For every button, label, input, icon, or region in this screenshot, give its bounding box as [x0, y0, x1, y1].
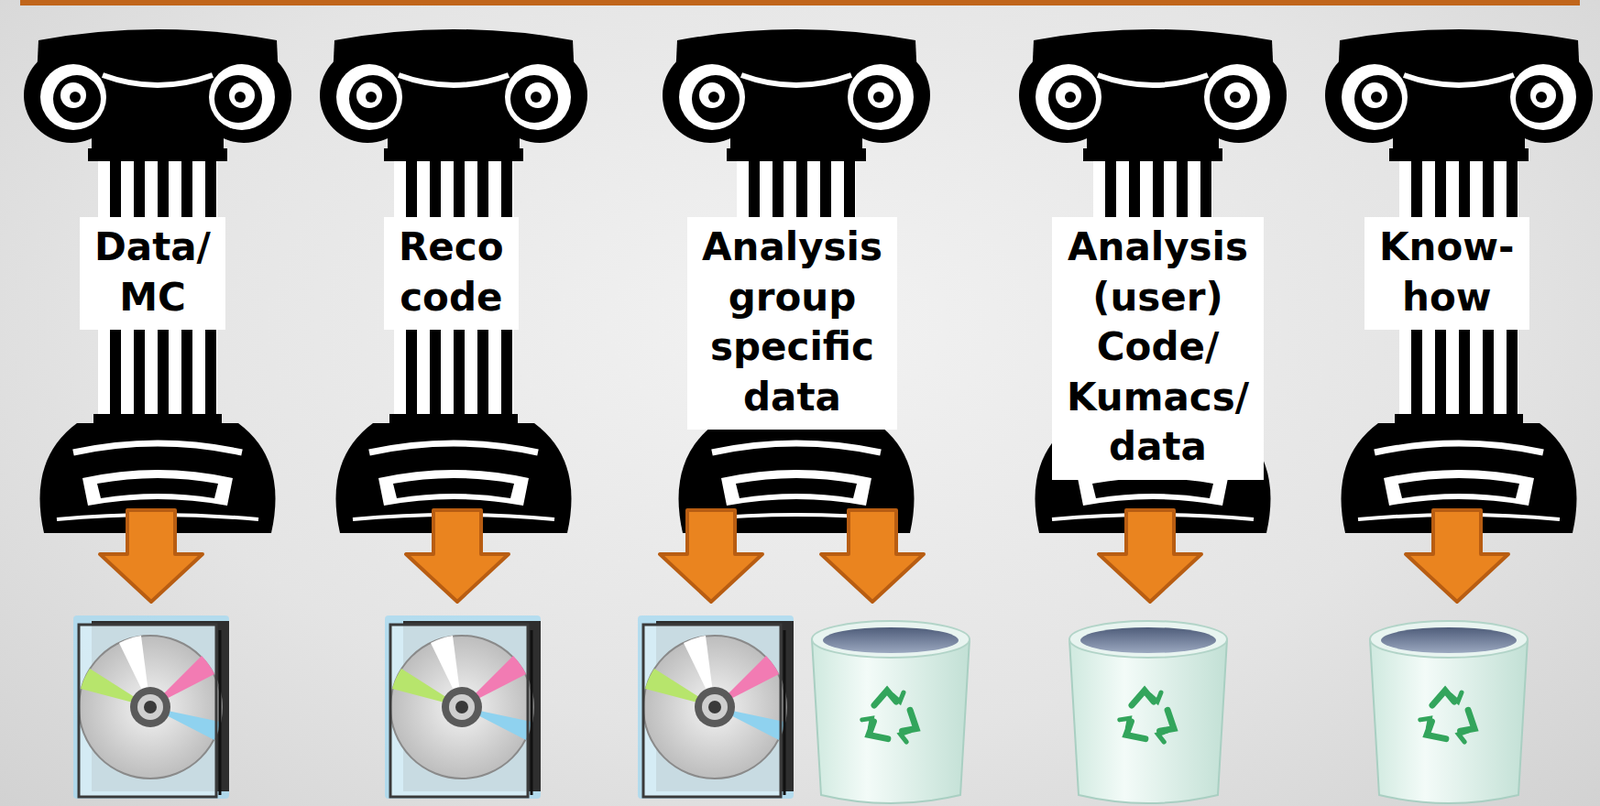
label-text: Reco code	[398, 222, 505, 323]
label-text: Data/ MC	[94, 222, 211, 323]
pillar-label: Know- how	[1364, 217, 1530, 330]
pillar-label: Reco code	[383, 217, 519, 330]
pillar-label: Analysis group specific data	[687, 217, 898, 430]
label-text: Analysis (user) Code/ Kumacs/ data	[1066, 222, 1250, 473]
pillar-label: Data/ MC	[79, 217, 226, 330]
label-text: Analysis group specific data	[701, 222, 883, 423]
pillar-label: Analysis (user) Code/ Kumacs/ data	[1052, 217, 1264, 481]
label-text: Know- how	[1379, 222, 1515, 323]
